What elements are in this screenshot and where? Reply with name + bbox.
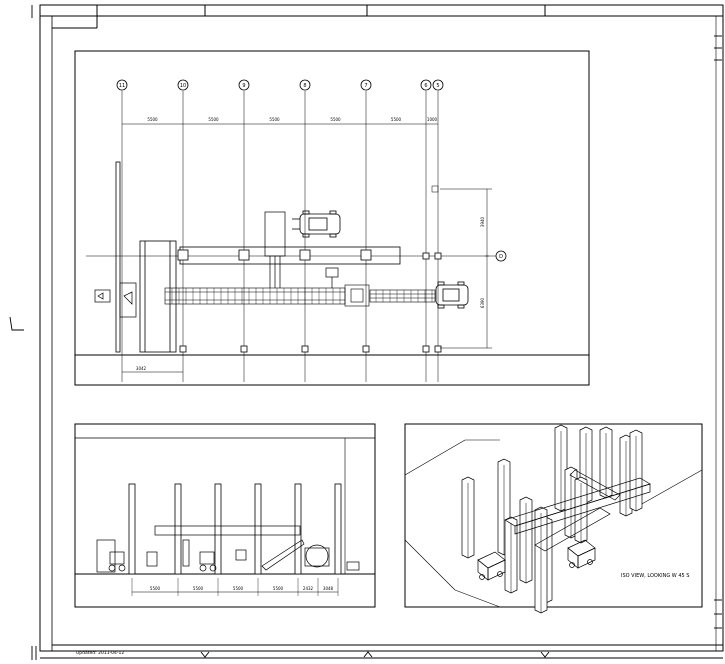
grid-label-7: 7 bbox=[364, 83, 367, 89]
plan-column-0 bbox=[177, 249, 189, 261]
grid-label-11: 11 bbox=[119, 83, 125, 89]
dim-top-1: 5500 bbox=[208, 117, 219, 122]
plan-view: 11 10 9 8 7 6 5 5500 5500 5500 5500 5500 1000 D bbox=[74, 50, 590, 386]
sheet-frame bbox=[39, 4, 724, 659]
elev-dim-4: 2432 bbox=[303, 586, 314, 591]
grid-label-5: 5 bbox=[436, 83, 439, 89]
plan-column-small-base-0 bbox=[422, 345, 430, 353]
plan-column-small-1 bbox=[434, 252, 442, 260]
dim-top-4: 5500 bbox=[391, 117, 402, 122]
plan-column-base-2 bbox=[301, 345, 309, 353]
grid-label-8: 8 bbox=[303, 83, 306, 89]
elev-dim-0: 5500 bbox=[150, 586, 161, 591]
elevation-column-5 bbox=[334, 483, 342, 575]
grid-label-10: 10 bbox=[180, 83, 186, 89]
grid-bubble-9 bbox=[238, 79, 250, 91]
elev-dim-1: 5500 bbox=[193, 586, 204, 591]
iso-floor-lines bbox=[404, 439, 703, 608]
elevation-column-4 bbox=[294, 483, 302, 575]
plan-dimensions-right bbox=[431, 185, 492, 349]
grid-label-9: 9 bbox=[242, 83, 245, 89]
grid-bubble-10 bbox=[177, 79, 189, 91]
plan-column-3 bbox=[360, 249, 372, 261]
elevation-column-1 bbox=[174, 483, 182, 575]
runway-beams bbox=[115, 161, 401, 353]
conveyor-line bbox=[164, 284, 436, 307]
conveyor-rollers bbox=[171, 288, 433, 304]
grid-bubble-5 bbox=[432, 79, 444, 91]
plan-column-small-base-1 bbox=[434, 345, 442, 353]
dim-left-bottom: 3042 bbox=[136, 366, 147, 371]
grid-bubble-6 bbox=[420, 79, 432, 91]
plan-column-small-0 bbox=[422, 252, 430, 260]
iso-caption: ISO VIEW, LOOKING W 45 S bbox=[621, 573, 689, 579]
iso-columns bbox=[461, 424, 643, 614]
iso-forklift-left-icon bbox=[477, 551, 506, 581]
plan-columns bbox=[177, 249, 442, 353]
grid-bubble-7 bbox=[360, 79, 372, 91]
row-bubble-d bbox=[495, 250, 507, 262]
elev-dim-3: 5500 bbox=[273, 586, 284, 591]
elevation-column-0 bbox=[128, 483, 136, 575]
grid-bubble-8 bbox=[299, 79, 311, 91]
dim-top-2: 5500 bbox=[269, 117, 280, 122]
iso-view: ISO VIEW, LOOKING W 45 S bbox=[404, 423, 703, 614]
plan-dimensions-top: 5500 5500 5500 5500 5500 1000 bbox=[122, 117, 438, 125]
grid-bubble-11 bbox=[116, 79, 128, 91]
plan-column-base-1 bbox=[240, 345, 248, 353]
sheet-marks bbox=[9, 5, 722, 660]
elevation-column-2 bbox=[214, 483, 222, 575]
elevation-view: 5500 5500 5500 5500 2432 3048 bbox=[74, 423, 376, 608]
forklift-top-icon bbox=[292, 210, 341, 238]
dim-top-3: 5500 bbox=[330, 117, 341, 122]
plan-column-base-3 bbox=[362, 345, 370, 353]
dim-right-0: 3940 bbox=[480, 216, 485, 227]
elev-dim-2: 5500 bbox=[233, 586, 244, 591]
updated-label: Updated: 2011-04-12 bbox=[76, 650, 124, 656]
iso-forklift-right-icon bbox=[567, 539, 596, 569]
row-label-d: D bbox=[499, 254, 503, 260]
forklift-right-icon bbox=[435, 281, 469, 309]
elevation-columns bbox=[128, 483, 342, 575]
elevation-dimensions: 5500 5500 5500 5500 2432 3048 bbox=[131, 578, 339, 596]
elevation-column-3 bbox=[254, 483, 262, 575]
plan-column-2 bbox=[299, 249, 311, 261]
plan-grid-lines: 11 10 9 8 7 6 5 bbox=[116, 79, 444, 382]
plan-column-base-0 bbox=[179, 345, 187, 353]
grid-label-6: 6 bbox=[424, 83, 427, 89]
dim-top-5: 1000 bbox=[427, 117, 438, 122]
plan-equipment bbox=[94, 211, 339, 318]
iso-beams bbox=[504, 469, 651, 552]
elev-dim-5: 3048 bbox=[323, 586, 334, 591]
dim-right-1: 6390 bbox=[480, 297, 485, 308]
elevation-equipment bbox=[96, 525, 360, 573]
plan-column-1 bbox=[238, 249, 250, 261]
dim-top-0: 5500 bbox=[147, 117, 158, 122]
